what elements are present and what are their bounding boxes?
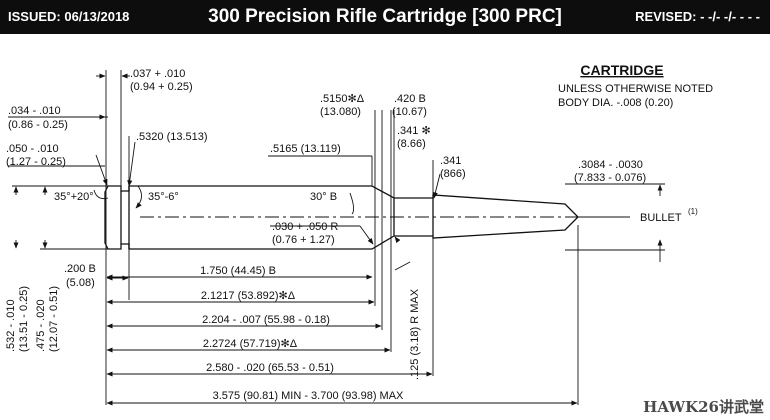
dim-bullet-diameter: .3084 - .0030 [578,159,643,171]
revised-date: REVISED: - -/- -/- - - - [635,9,760,24]
dim-shoulder-diameter: .5165 (13.119) [270,143,341,155]
dim-neck-diameter-mm: (8.66) [397,138,426,150]
dim-shoulder-angle: 30° B [310,191,337,203]
dim-extractor: .050 - .010 [6,143,59,155]
dim-extractor-mm: (1.27 - 0.25) [6,156,66,168]
dim-rim-diameter: .532 - .010 [5,299,17,352]
dim-neck-diameter: .341 ✻ [397,125,431,137]
dimension-lines [13,73,663,406]
dim-overall-length: 3.575 (90.81) MIN - 3.700 (93.98) MAX [213,390,404,402]
extension-lines [8,70,665,405]
dim-body-length: 1.750 (44.45) B [200,265,276,277]
dimension-labels: .037 + .010 (0.94 + 0.25) .034 - .010 (0… [5,68,698,402]
dim-shoulder-length: 2.204 - .007 (55.98 - 0.18) [202,314,330,326]
dim-junction: .5150✻Δ [320,93,365,105]
dim-bullet-diameter-mm: (7.833 - 0.076) [574,172,646,184]
dim-groove-diameter-mm: (12.07 - 0.51) [48,286,60,352]
notes-line-1: UNLESS OTHERWISE NOTED [558,83,713,95]
dim-rim-bevel-mm: (0.86 - 0.25) [8,119,68,131]
notes-title: CARTRIDGE [580,62,663,78]
dim-groove-angle: 35°-6° [148,191,179,203]
issued-date: ISSUED: 06/13/2018 [8,9,130,24]
notes-line-2: BODY DIA. -.008 (0.20) [558,97,673,109]
dim-radius: .030 + .050 R [272,221,338,233]
dim-rim-thickness-mm: (0.94 + 0.25) [130,81,193,93]
page-title: 300 Precision Rifle Cartridge [300 PRC] [208,6,562,27]
dim-datum-length: 2.1217 (53.892)✻Δ [201,290,296,302]
dim-junction-mm: (13.080) [320,106,361,118]
dim-groove-diameter: .475 - .020 [35,299,47,352]
dim-radius-mm: (0.76 + 1.27) [272,234,335,246]
title-bar: ISSUED: 06/13/2018 300 Precision Rifle C… [0,0,770,34]
dim-base-diameter: .5320 (13.513) [136,131,208,143]
dim-rim-thickness: .037 + .010 [130,68,185,80]
dim-neck-length-mm: (10.67) [392,106,427,118]
dim-neck-radius: .125 (3.18) R MAX [409,288,421,380]
dim-rim-angle: 35°+20° [54,191,94,203]
bullet-label: BULLET [640,212,682,224]
dim-neck-diameter-2-mm: (866) [440,168,466,180]
dim-rim-bevel: .034 - .010 [8,105,61,117]
dim-rim-to-groove: .200 B [64,263,96,275]
dim-neck-diameter-2: .341 [440,155,461,167]
dim-rim-to-groove-mm: (5.08) [66,277,95,289]
dim-neck-start-length: 2.2724 (57.719)✻Δ [203,338,298,350]
dim-neck-length: .420 B [394,93,426,105]
bullet-note: (1) [688,207,698,216]
dim-rim-diameter-mm: (13.51 - 0.25) [18,286,30,352]
watermark: HAWK26讲武堂 [643,398,764,416]
dim-case-length: 2.580 - .020 (65.53 - 0.51) [206,362,334,374]
